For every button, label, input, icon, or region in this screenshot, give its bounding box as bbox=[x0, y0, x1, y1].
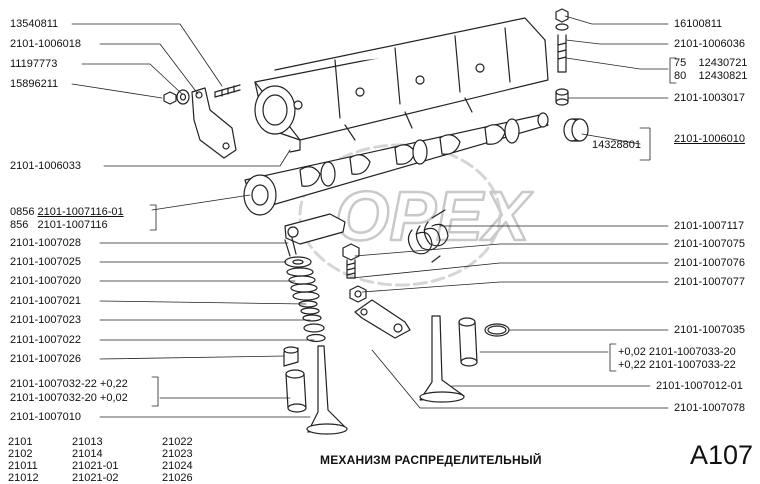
part-label: 2101-1006010 bbox=[674, 133, 745, 145]
lock-nut bbox=[349, 285, 367, 303]
model-number: 21014 bbox=[72, 448, 103, 460]
model-number: 21012 bbox=[8, 472, 39, 484]
outer-spring bbox=[286, 267, 320, 301]
part-prefix: 80 bbox=[674, 70, 687, 82]
model-number: 21013 bbox=[72, 436, 103, 448]
stud-13540811 bbox=[214, 84, 241, 98]
watermark-logo: OPEX bbox=[298, 143, 535, 287]
part-label: 2101-1007032-22 +0,22 bbox=[10, 378, 128, 390]
part-label: 2101-1007021 bbox=[10, 295, 81, 307]
valve-guide-left bbox=[285, 369, 307, 413]
part-label: 16100811 bbox=[674, 18, 723, 30]
diagram-title: МЕХАНИЗМ РАСПРЕДЕЛИТЕЛЬНЫЙ bbox=[320, 453, 542, 467]
part-label: 11197773 bbox=[10, 58, 58, 70]
part-label-row: 80 12430821 bbox=[674, 70, 747, 82]
part-label: 2101-1007012-01 bbox=[656, 380, 743, 392]
bracket-lines bbox=[149, 57, 677, 407]
part-label: 15896211 bbox=[10, 78, 59, 90]
part-label: +0,02 2101-1007033-20 bbox=[618, 346, 736, 358]
model-number: 21026 bbox=[162, 472, 193, 484]
camshaft-housing bbox=[254, 17, 549, 153]
camshaft bbox=[243, 112, 549, 216]
bushing-1003017 bbox=[555, 88, 569, 106]
part-label: 2101-1006036 bbox=[674, 38, 745, 50]
part-label: +0,22 2101-1007033-22 bbox=[618, 359, 736, 371]
part-label: 12430721 bbox=[698, 57, 748, 69]
model-number: 21022 bbox=[162, 436, 193, 448]
model-number: 2101 bbox=[8, 436, 33, 448]
o-ring bbox=[484, 323, 510, 337]
model-number: 21023 bbox=[162, 448, 193, 460]
rocker-spring bbox=[407, 209, 449, 263]
part-label: 2101-1007020 bbox=[10, 275, 81, 287]
part-label: 2101-1007010 bbox=[10, 411, 81, 423]
part-prefix: 856 bbox=[10, 219, 29, 231]
stud-12430721 bbox=[557, 34, 567, 73]
top-right-nut bbox=[555, 8, 569, 31]
intake-valve bbox=[419, 315, 465, 403]
part-label: 2101-1007032-20 +0,02 bbox=[10, 392, 128, 404]
model-number: 2102 bbox=[8, 448, 33, 460]
part-label: 2101-1007116 bbox=[37, 219, 108, 231]
exhaust-valve bbox=[306, 345, 348, 435]
part-label: 2101-1007022 bbox=[10, 334, 81, 346]
part-label: 2101-1007028 bbox=[10, 237, 81, 249]
part-label: 2101-1006033 bbox=[10, 160, 81, 172]
chain-guide-plate bbox=[191, 87, 237, 159]
nut-washer bbox=[163, 89, 190, 105]
part-label: 2101-1006018 bbox=[10, 38, 81, 50]
part-label-row: 75 12430721 bbox=[674, 57, 747, 69]
page-code: A107 bbox=[690, 440, 754, 470]
model-number: 21011 bbox=[8, 460, 38, 472]
part-label: 13540811 bbox=[10, 18, 59, 30]
part-label: 2101-1007076 bbox=[674, 257, 745, 269]
part-label: 2101-1007077 bbox=[674, 276, 745, 288]
part-label-row: 0856 2101-1007116-01 bbox=[10, 206, 124, 218]
part-prefix: 0856 bbox=[10, 206, 35, 218]
rocker-arm bbox=[284, 213, 346, 245]
spring-washers bbox=[303, 323, 326, 343]
part-label: 14328801 bbox=[592, 139, 641, 151]
spring-plate bbox=[284, 256, 312, 268]
part-label: 2101-1003017 bbox=[674, 92, 745, 104]
part-label: 2101-1007116-01 bbox=[37, 206, 124, 218]
part-label: 2101-1007023 bbox=[10, 314, 81, 326]
part-label-row: 856 2101-1007116 bbox=[10, 219, 108, 231]
part-label: 2101-1007075 bbox=[674, 238, 745, 250]
part-label: 12430821 bbox=[698, 70, 748, 82]
part-label: 2101-1007078 bbox=[674, 402, 745, 414]
valve-seal bbox=[283, 346, 299, 367]
part-label: 2101-1007117 bbox=[674, 220, 745, 232]
part-label: 2101-1007025 bbox=[10, 256, 81, 268]
part-label: 2101-1007035 bbox=[674, 324, 745, 336]
model-number: 21021-01 bbox=[72, 460, 119, 472]
cup-plug bbox=[563, 118, 589, 142]
part-label: 2101-1007026 bbox=[10, 353, 81, 365]
model-number: 21021-02 bbox=[72, 472, 119, 484]
part-prefix: 75 bbox=[674, 57, 687, 69]
valve-guide-right bbox=[458, 317, 478, 367]
lock-plate bbox=[354, 299, 411, 339]
leader-lines bbox=[71, 15, 669, 418]
model-number: 21024 bbox=[162, 460, 193, 472]
